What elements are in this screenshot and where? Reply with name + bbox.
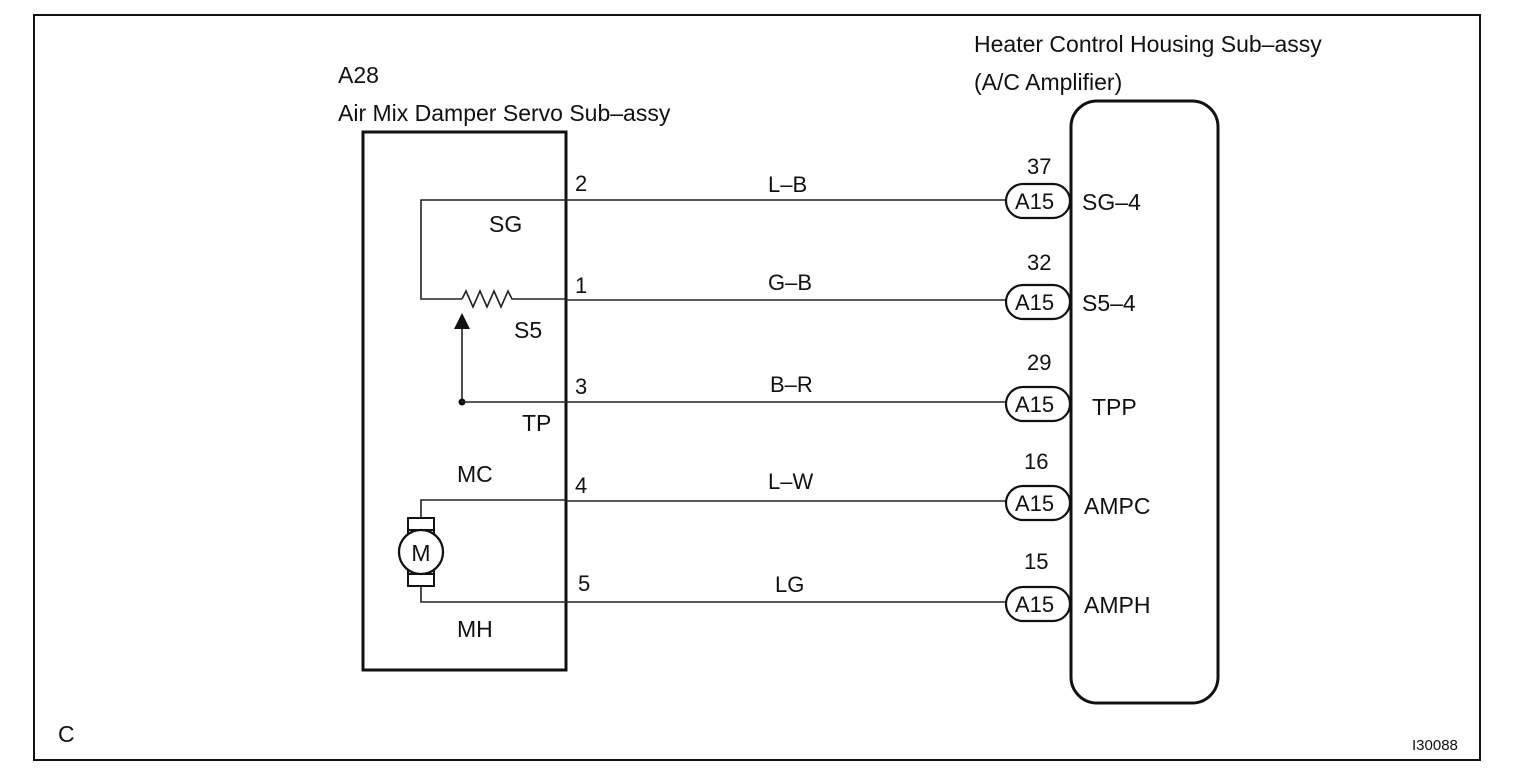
- right-terminal-label: S5–4: [1082, 290, 1136, 316]
- left-label-tp: TP: [522, 410, 551, 436]
- wiper-arrow: [454, 313, 470, 329]
- connector-oval: [1004, 484, 1072, 522]
- left-pin-number: 3: [575, 374, 587, 399]
- connection-row: 5 LG A15 15 AMPH: [566, 549, 1150, 623]
- motor-wire-mc: [420, 499, 566, 518]
- figure-id: I30088: [1412, 737, 1458, 754]
- right-terminal-label: AMPH: [1084, 592, 1150, 618]
- left-label-mh: MH: [457, 616, 493, 642]
- right-pin-number: 16: [1024, 449, 1048, 474]
- sg-internal-wire: [420, 199, 566, 300]
- connection-row: 2 L–B A15 37 SG–4: [566, 154, 1141, 220]
- connector-label: A15: [1015, 189, 1054, 214]
- right-terminal-label: AMPC: [1084, 493, 1150, 519]
- connector-label: A15: [1015, 290, 1054, 315]
- right-component-name-line1: Heater Control Housing Sub–assy: [974, 31, 1322, 57]
- wire-color-label: L–B: [768, 172, 807, 197]
- left-component-name: Air Mix Damper Servo Sub–assy: [338, 100, 671, 126]
- connection-row: 1 G–B A15 32 S5–4: [566, 250, 1136, 321]
- wire-color-label: B–R: [770, 372, 813, 397]
- right-component-name-line2: (A/C Amplifier): [974, 69, 1122, 95]
- motor-symbol-label: M: [411, 540, 430, 566]
- connector-label: A15: [1015, 491, 1054, 516]
- connection-row: 3 B–R A15 29 TPP: [566, 350, 1137, 423]
- left-label-sg: SG: [489, 211, 522, 237]
- left-component-box: [361, 130, 568, 672]
- left-pin-number: 4: [575, 473, 587, 498]
- motor-icon: [397, 528, 445, 576]
- left-pin-number: 2: [575, 171, 587, 196]
- right-pin-number: 37: [1027, 154, 1051, 179]
- resistor-symbol: [461, 289, 566, 309]
- wire-color-label: G–B: [768, 270, 812, 295]
- left-label-s5: S5: [514, 317, 542, 343]
- left-pin-number: 5: [578, 571, 590, 596]
- connector-oval: [1004, 283, 1072, 321]
- wire-color-label: LG: [775, 572, 804, 597]
- left-label-mc: MC: [457, 461, 493, 487]
- connection-row: 4 L–W A15 16 AMPC: [566, 449, 1150, 522]
- connector-oval: [1004, 385, 1072, 423]
- left-pin-number: 1: [575, 273, 587, 298]
- motor-wire-mh: [420, 586, 566, 603]
- corner-label: C: [58, 721, 75, 747]
- connector-oval: [1004, 182, 1072, 220]
- connector-label: A15: [1015, 392, 1054, 417]
- right-pin-number: 15: [1024, 549, 1048, 574]
- right-pin-number: 29: [1027, 350, 1051, 375]
- connector-oval: [1004, 585, 1072, 623]
- left-component-code: A28: [338, 62, 379, 88]
- right-pin-number: 32: [1027, 250, 1051, 275]
- right-terminal-label: SG–4: [1082, 189, 1141, 215]
- connector-label: A15: [1015, 592, 1054, 617]
- wire-color-label: L–W: [768, 469, 813, 494]
- diagram-frame: [33, 14, 1481, 761]
- right-terminal-label: TPP: [1092, 394, 1137, 420]
